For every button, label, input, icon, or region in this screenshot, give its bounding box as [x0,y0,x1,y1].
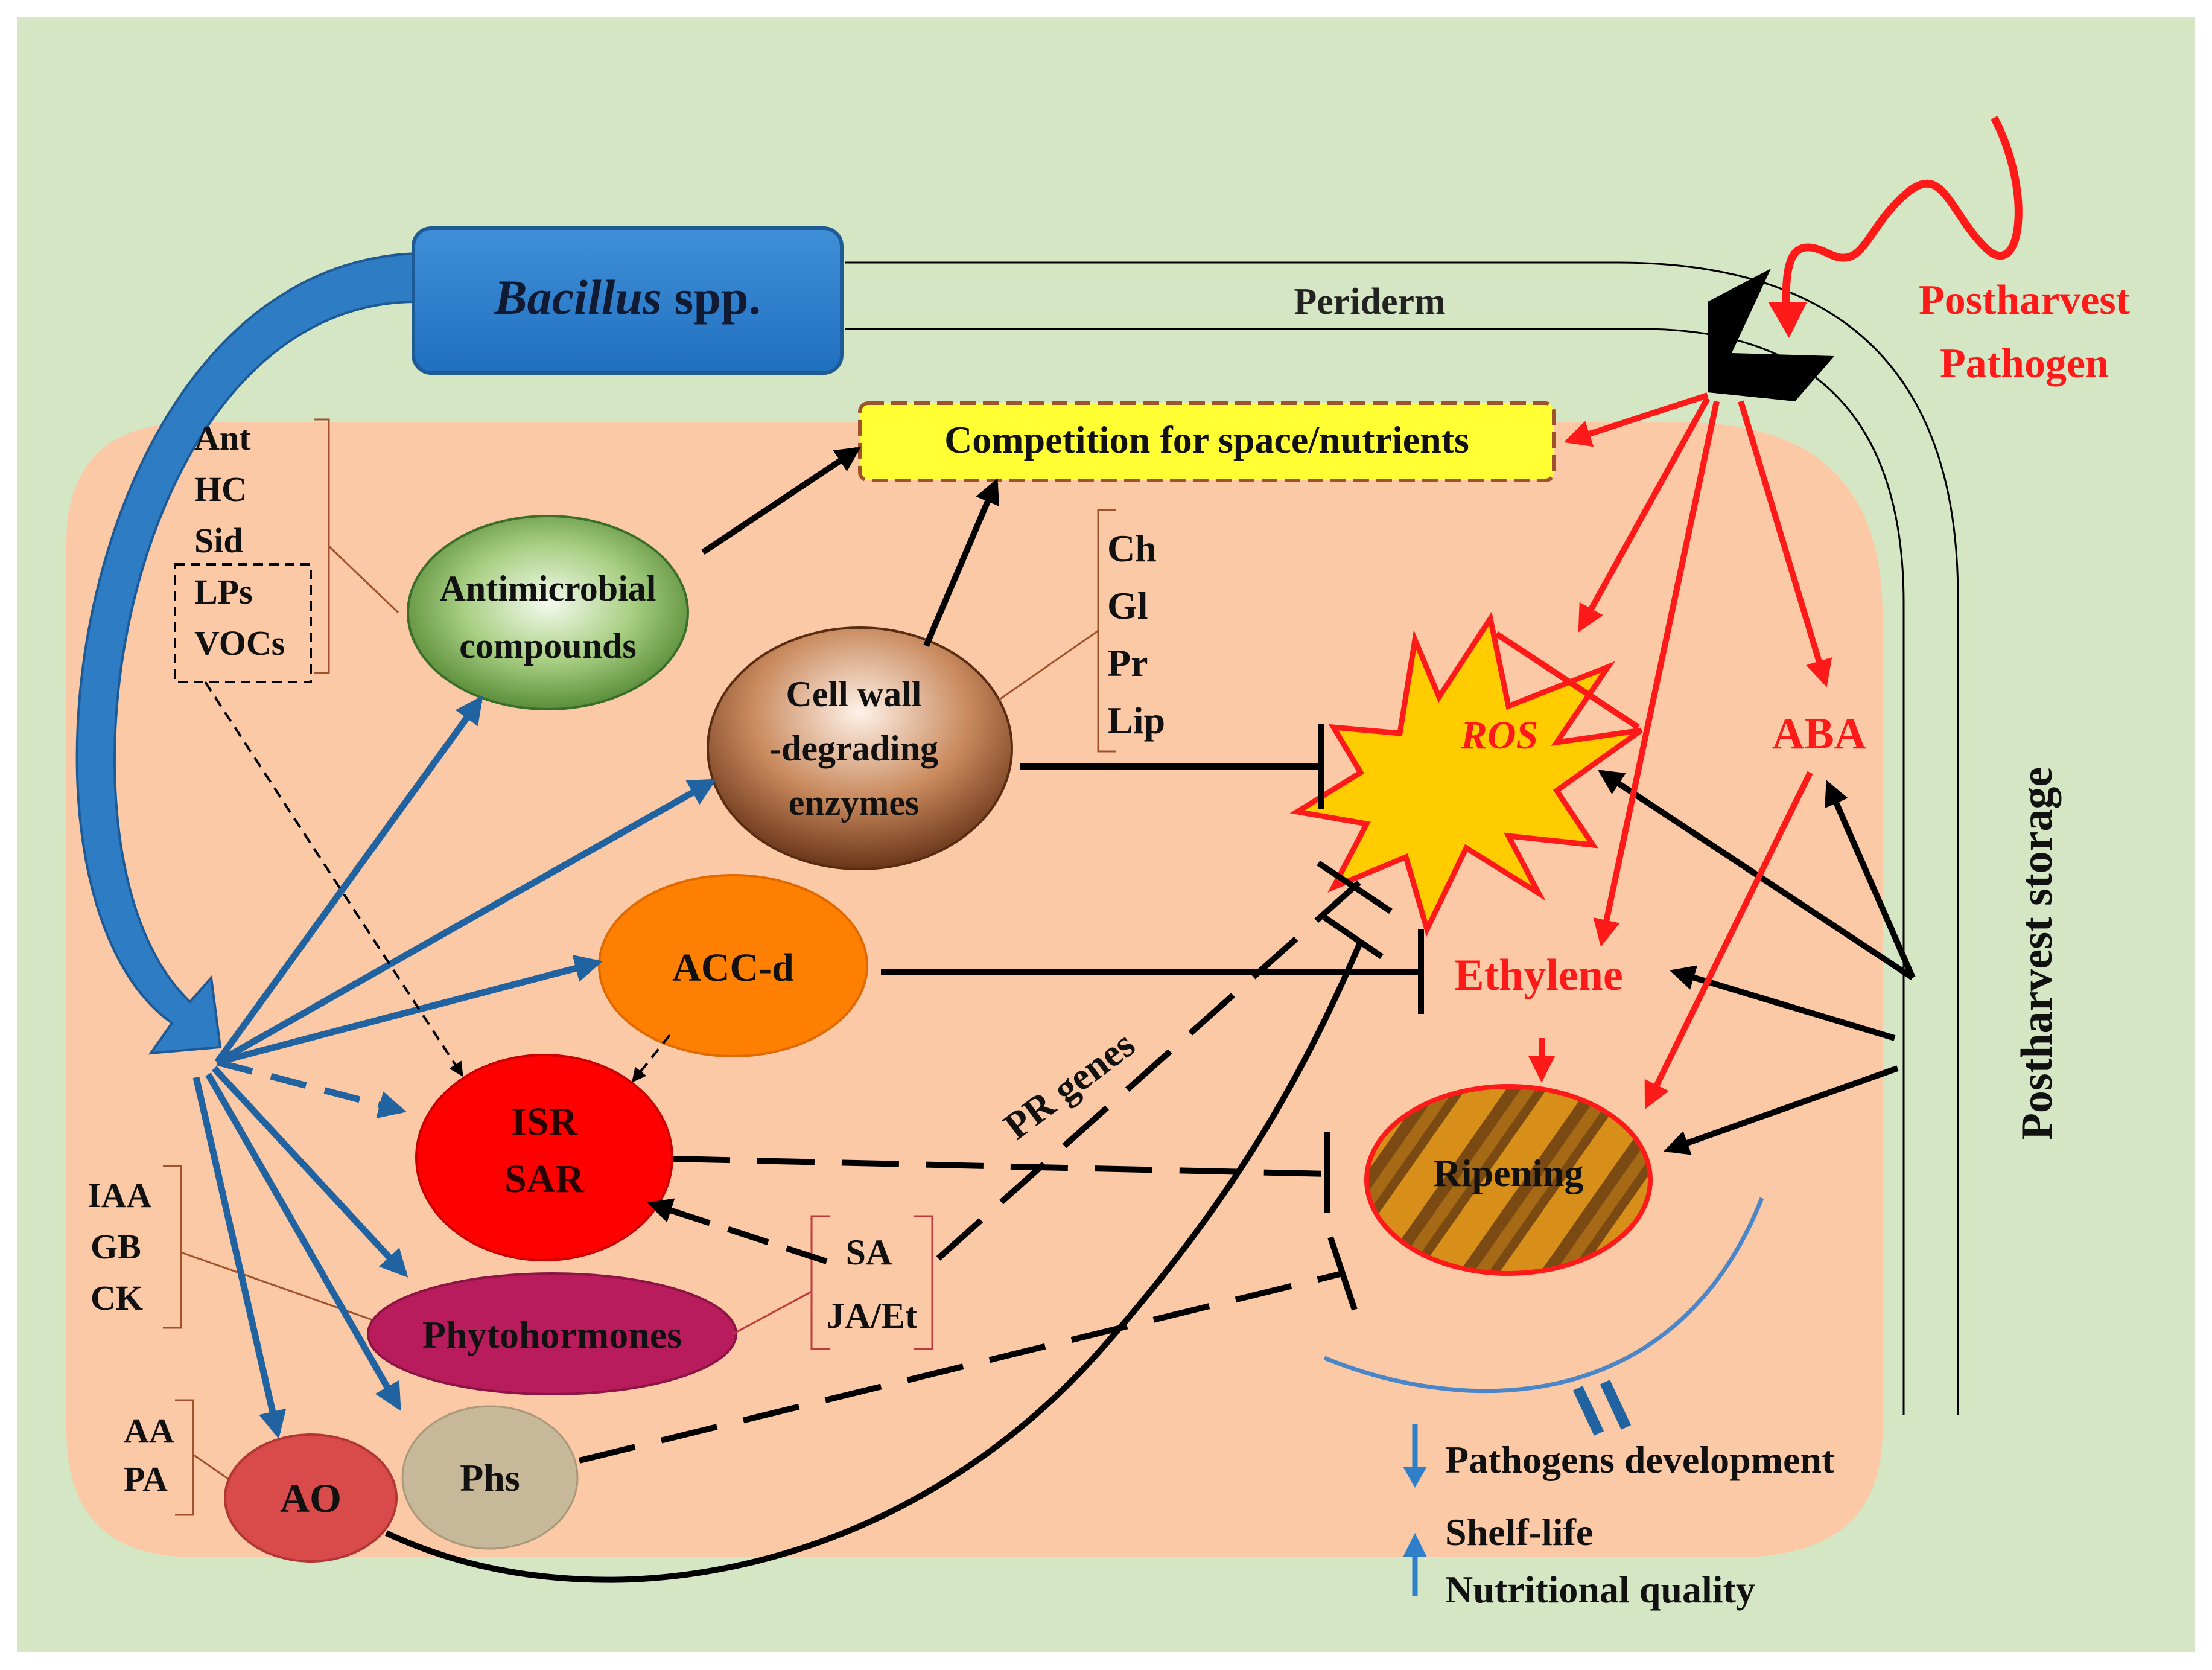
accd-label: ACC-d [672,946,794,990]
isr-sar-node [415,1054,673,1261]
ao-label: AO [280,1475,342,1521]
sa-bracket [733,1215,933,1350]
cwde-label-line1: Cell wall [786,674,922,714]
competition-box [858,401,1556,482]
antimicrobial-label-line1: Antimicrobial [440,569,656,608]
hormone-list-item: CK [91,1278,143,1318]
outcome-arc [1323,1197,1764,1394]
antimicrobial-list-item: Sid [194,521,243,560]
bacillus-curved-arrow [75,252,418,1055]
ros-star [1289,611,1643,937]
isr-label-line2: SAR [504,1157,585,1201]
phytohormones-node [367,1272,737,1395]
sa-list-item: JA/Et [827,1296,917,1336]
enzyme-list-item: Pr [1107,642,1148,684]
black-arrows [647,447,1916,1264]
aba-label: ABA [1772,709,1866,759]
antimicrobial-list-item: Ant [194,418,251,457]
red-arrows [1495,392,1832,1110]
down-arrow-icon [1403,1424,1427,1488]
hormone-list-item: IAA [87,1176,151,1215]
inhibition-lines [384,724,1424,1583]
outcome-line2: Shelf-life [1445,1511,1593,1554]
ethylene-label: Ethylene [1454,951,1623,1000]
ao-list-item: PA [124,1459,168,1499]
ao-bracket [175,1399,233,1516]
cell-wall-enzymes-node [707,626,1013,870]
antimicrobial-label-line2: compounds [459,626,636,666]
enzyme-bracket [998,509,1116,753]
equals-marker [1572,1380,1632,1436]
pathogen-label-line1: Postharvest [1919,277,2130,323]
lps-vocs-dashed-box [174,563,312,683]
bacillus-box [412,226,844,375]
antimicrobial-compounds-node [407,515,689,710]
periderm-label: Periderm [1294,281,1445,322]
antimicrobial-bracket [314,418,399,674]
periderm-lines [845,261,1959,1415]
up-arrow-icon [1403,1533,1427,1596]
ros-label: ROS [1460,713,1538,757]
antimicrobial-list-item: VOCs [194,623,285,663]
ao-list-item: AA [124,1411,174,1450]
periderm-dashes [1902,694,1959,1415]
ao-node [224,1433,398,1563]
blue-arrows [192,695,717,1439]
cwde-label-line2: -degrading [769,728,938,768]
sa-list-item: SA [846,1232,892,1272]
hormone-list-item: GB [91,1227,141,1266]
competition-label: Competition for space/nutrients [944,418,1469,461]
phytohormones-label: Phytohormones [422,1313,682,1356]
storage-label: Postharvest storage [2012,767,2062,1141]
phs-node [401,1405,579,1550]
cwde-label-line3: enzymes [789,783,920,823]
pathogen-arrowhead-icon [1708,269,1834,401]
pathogen-squiggle-head [1768,302,1807,338]
ripening-node [1364,1084,1653,1276]
outcome-line3: Nutritional quality [1445,1568,1755,1611]
outcome-line1: Pathogens development [1445,1438,1835,1481]
isr-label-line1: ISR [511,1100,578,1144]
hormone-bracket [163,1165,387,1329]
antimicrobial-list-item: LPs [194,572,253,611]
enzyme-list-item: Ch [1107,527,1157,570]
ripening-label: Ripening [1434,1152,1584,1194]
phs-label: Phs [460,1456,520,1499]
antimicrobial-list-item: HC [194,470,247,509]
enzyme-list-item: Gl [1107,584,1148,627]
pathogen-squiggle [1782,116,2023,323]
thin-dashed-arrows [204,681,671,1083]
pathogen-label-line2: Pathogen [1940,340,2109,387]
bacillus-label: Bacillus spp. [494,270,761,325]
enzyme-list-item: Lip [1107,699,1165,742]
